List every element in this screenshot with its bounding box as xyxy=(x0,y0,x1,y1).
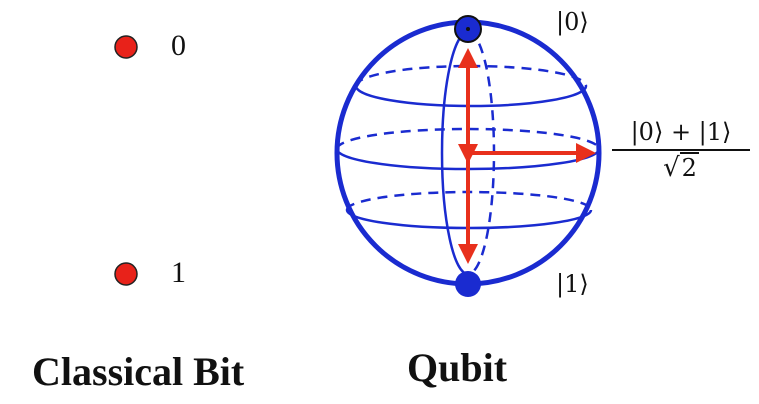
equator-back xyxy=(335,127,601,150)
meridian-front xyxy=(440,30,469,276)
superposition-denominator: √2 xyxy=(612,152,750,183)
pole-one-dot xyxy=(455,271,481,297)
classical-bit-caption: Classical Bit xyxy=(32,349,245,394)
sqrt-sign: √ xyxy=(663,153,680,183)
bit-one-label: 1 xyxy=(171,256,186,289)
superposition-numerator: |0⟩ + |1⟩ xyxy=(630,118,732,146)
pole-zero-center xyxy=(466,27,470,31)
bit-one-dot xyxy=(114,262,138,286)
ket-zero-label: |0⟩ xyxy=(556,8,589,36)
fraction-bar xyxy=(612,149,750,151)
qubit-caption: Qubit xyxy=(407,345,508,390)
superposition-label: |0⟩ + |1⟩ √2 xyxy=(612,118,750,182)
bit-zero-dot xyxy=(114,35,138,59)
sqrt-radicand: 2 xyxy=(679,152,699,182)
state-arrows xyxy=(458,48,596,264)
bit-zero-label: 0 xyxy=(171,29,186,62)
upper-ring-front xyxy=(354,85,588,108)
ket-one-label: |1⟩ xyxy=(556,270,589,298)
upper-ring-back xyxy=(354,64,588,87)
